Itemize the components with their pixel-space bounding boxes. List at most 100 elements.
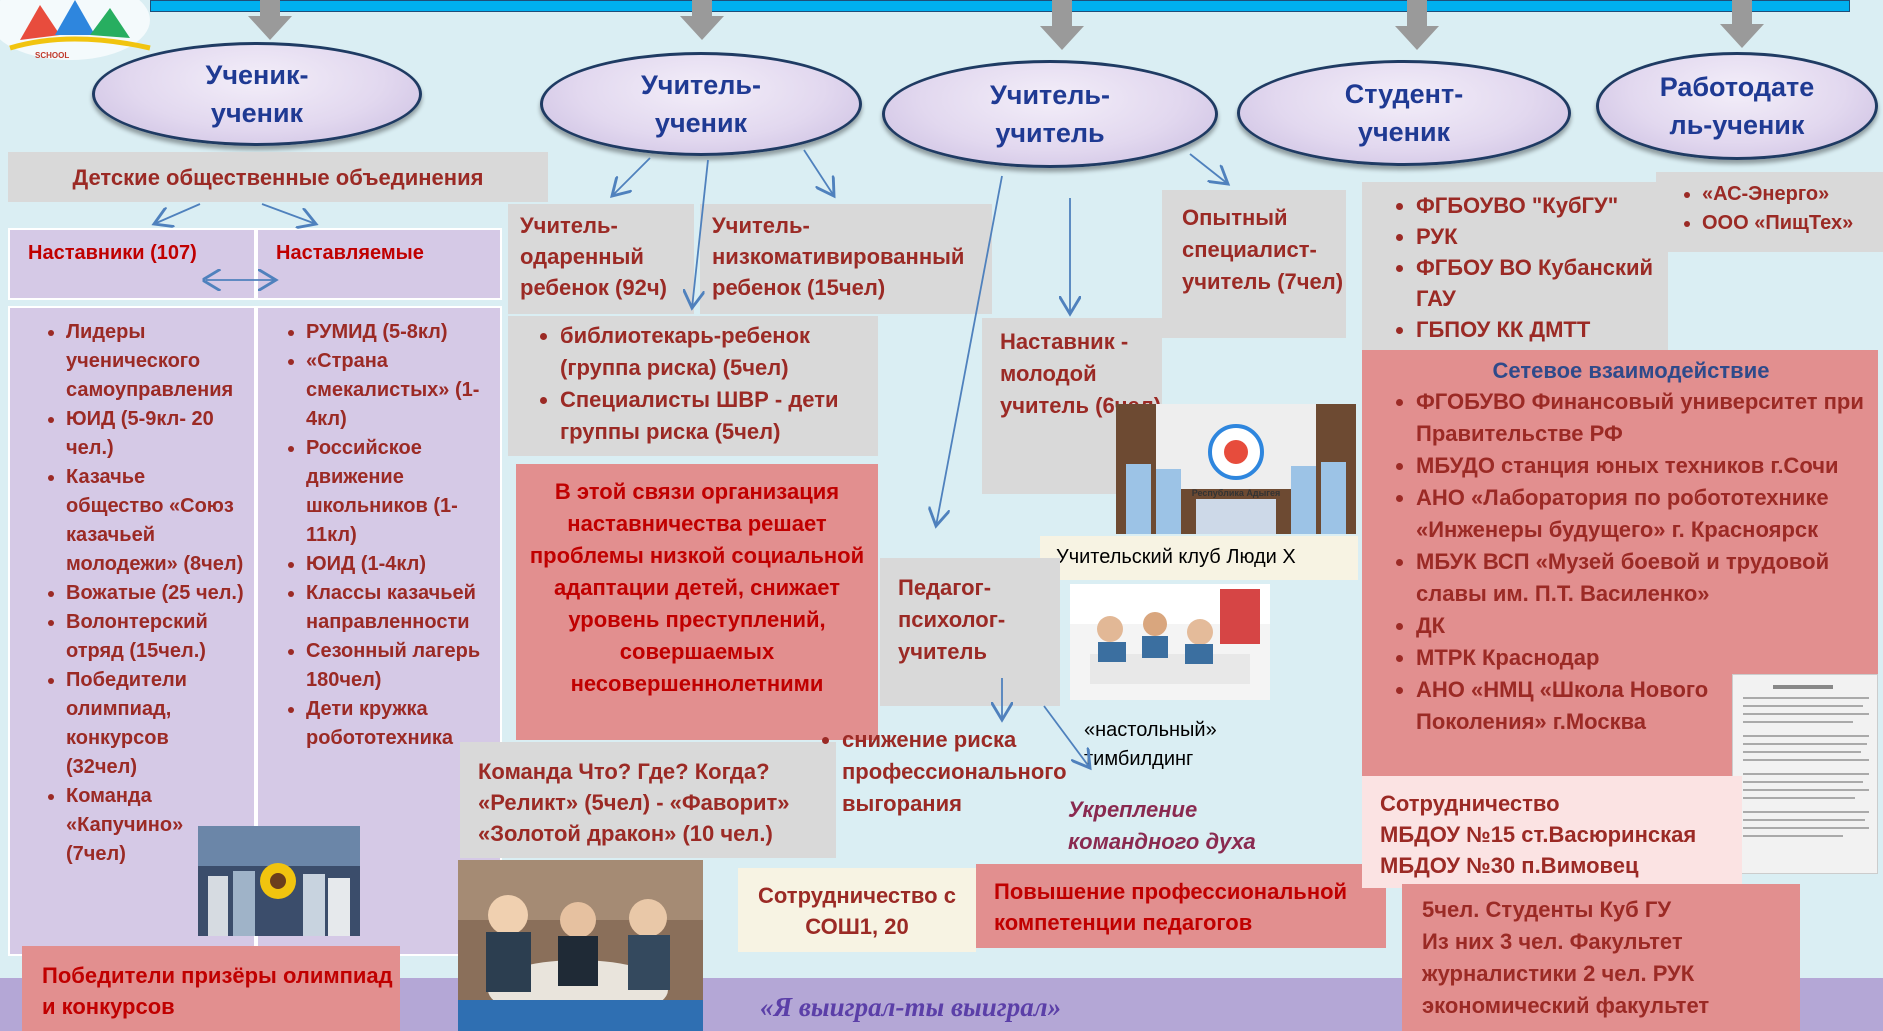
list-item: Лидеры ученического самоуправления [66, 318, 248, 405]
oval-student-student: Ученик-ученик [92, 42, 422, 146]
svg-text:SCHOOL: SCHOOL [35, 51, 69, 60]
list-item: Победители олимпиад, конкурсов (32чел) [66, 666, 187, 782]
banner-text: Республика Адыгея [1192, 488, 1281, 498]
list-item: ЮИД (5-9кл- 20 чел.) [66, 405, 248, 463]
employers-list: «АС-Энерго» ООО «ПищТех» [1668, 180, 1883, 238]
oval-line: ль-ученик [1669, 110, 1805, 140]
mentees-list: РУМИД (5-8кл) «Страна смекалистых» (1-4к… [274, 318, 496, 753]
list-item: Казачье общество «Союз казачьей молодежи… [66, 463, 248, 579]
teambuilding-text: «настольный» тимбилдинг [1084, 719, 1217, 770]
list-item: ФГБОУВО "КубГУ" [1416, 190, 1664, 221]
list-item: ФГБОУ ВО Кубанский ГАУ [1416, 252, 1664, 314]
gifted-child-box: Учитель-одаренный ребенок (92ч) [508, 204, 694, 314]
risk-group-box: библиотекарь-ребенок (группа риска) (5че… [508, 316, 878, 456]
oval-line: Работодате [1659, 72, 1815, 102]
risk-list: библиотекарь-ребенок (группа риска) (5че… [528, 320, 874, 448]
slogan-text: «Я выиграл-ты выиграл» [760, 992, 1062, 1022]
oval-line: Студент- [1344, 79, 1464, 109]
team-spirit-text: Укрепление командного духа [1068, 797, 1256, 854]
cooperation-school-box: Сотрудничество с СОШ1, 20 [738, 868, 976, 952]
school-logo: SCHOOL [0, 0, 160, 60]
down-arrow-icon [1395, 0, 1439, 50]
document-thumbnail [1732, 674, 1878, 874]
cooperation-line: МБДОУ №30 п.Вимовец [1380, 853, 1639, 878]
team-line: «Реликт» (5чел) - «Фаворит» [478, 790, 790, 815]
mentors-panel: Лидеры ученического самоуправления ЮИД (… [8, 306, 256, 956]
team-photo [198, 826, 360, 936]
experienced-teacher-box: Опытный специалист-учитель (7чел) [1162, 190, 1346, 338]
oval-teacher-student: Учитель-ученик [540, 52, 862, 156]
list-item: Российское движение школьников (1-11кл) [306, 434, 496, 550]
mentors-list: Лидеры ученического самоуправления ЮИД (… [34, 318, 248, 869]
list-item: АНО «Лаборатория по робототехнике «Инжен… [1416, 482, 1878, 546]
competence-box: Повышение профессиональной компетенции п… [976, 864, 1386, 948]
oval-line: ученик [1357, 117, 1451, 147]
down-arrow-icon [1040, 0, 1084, 50]
list-item: ГБПОУ КК ДМТТ [1416, 314, 1664, 345]
list-item: снижение риска профессионального выгоран… [842, 724, 1078, 820]
list-item: Классы казачьей направленности [306, 579, 496, 637]
meeting-photo [1070, 584, 1270, 700]
list-item: Волонтерский отряд (15чел.) [66, 608, 248, 666]
list-item: Команда «Капучино» (7чел) [66, 782, 186, 869]
burnout-list: снижение риска профессионального выгоран… [808, 724, 1078, 820]
oval-line: учитель [995, 118, 1105, 148]
universities-box: ФГБОУВО "КубГУ" РУК ФГБОУ ВО Кубанский Г… [1362, 182, 1668, 354]
winners-box: Победители призёры олимпиад и конкурсов [22, 946, 400, 1031]
network-box: Сетевое взаимодействие ФГОБУВО Финансовы… [1362, 350, 1878, 776]
list-item: «Страна смекалистых» (1-4кл) [306, 347, 496, 434]
club-caption: Учительский клуб Люди Х [1040, 536, 1358, 580]
low-motivated-box: Учитель-низкомативированный ребенок (15ч… [700, 204, 992, 314]
universities-list: ФГБОУВО "КубГУ" РУК ФГБОУ ВО Кубанский Г… [1384, 190, 1664, 345]
list-item: Специалисты ШВР - дети группы риска (5че… [560, 384, 874, 448]
mentees-title: Наставляемые [256, 228, 502, 300]
students-line: журналистики 2 чел. РУК [1422, 961, 1695, 986]
oval-line: Учитель- [640, 70, 762, 100]
team-line: «Золотой дракон» (10 чел.) [478, 821, 773, 846]
list-item: МТРК Краснодар [1416, 642, 1878, 674]
list-item: ФГОБУВО Финансовый университет при Прави… [1416, 386, 1878, 450]
list-item: РУМИД (5-8кл) [306, 318, 496, 347]
oval-line: ученик [654, 108, 748, 138]
down-arrow-icon [248, 0, 292, 40]
list-item: РУК [1416, 221, 1664, 252]
list-item: МБУДО станция юных техников г.Сочи [1416, 450, 1878, 482]
cooperation-line: Сотрудничество [1380, 791, 1560, 816]
psychologist-box: Педагог-психолог-учитель [880, 558, 1060, 706]
list-item: МБУК ВСП «Музей боевой и трудовой славы … [1416, 546, 1878, 610]
team-line: Команда Что? Где? Когда? [478, 759, 770, 784]
list-item: Дети кружка робототехника [306, 695, 496, 753]
students-line: 5чел. Студенты Куб ГУ [1422, 897, 1672, 922]
students-line: экономический факультет [1422, 993, 1710, 1018]
network-list: ФГОБУВО Финансовый университет при Прави… [1384, 386, 1878, 738]
list-item: АНО «НМЦ «Школа Нового Поколения» г.Моск… [1416, 674, 1736, 738]
conclusion-box: В этой связи организация наставничества … [516, 464, 878, 740]
employers-box: «АС-Энерго» ООО «ПищТех» [1656, 172, 1883, 252]
cooperation-line: МБДОУ №15 ст.Васюринская [1380, 822, 1697, 847]
list-item: ЮИД (1-4кл) [306, 550, 496, 579]
oval-line: Учитель- [989, 80, 1111, 110]
students-box: 5чел. Студенты Куб ГУ Из них 3 чел. Факу… [1402, 884, 1800, 1031]
network-title: Сетевое взаимодействие [1492, 358, 1770, 383]
burnout-item: снижение риска профессионального выгоран… [808, 724, 1078, 824]
oval-line: Ученик- [205, 60, 309, 90]
children-associations-header: Детские общественные объединения [8, 152, 548, 202]
club-photo: Республика Адыгея [1116, 404, 1356, 534]
kindergarten-cooperation-box: Сотрудничество МБДОУ №15 ст.Васюринская … [1362, 776, 1742, 888]
oval-teacher-teacher: Учитель-учитель [882, 60, 1218, 168]
list-item: «АС-Энерго» [1702, 180, 1883, 209]
down-arrow-icon [1720, 0, 1764, 48]
list-item: ООО «ПищТех» [1702, 209, 1883, 238]
list-item: Сезонный лагерь 180чел) [306, 637, 496, 695]
oval-student-pupil: Студент-ученик [1237, 60, 1571, 166]
oval-employer-student: Работодате ль-ученик [1596, 52, 1878, 160]
list-item: библиотекарь-ребенок (группа риска) (5че… [560, 320, 874, 384]
down-arrow-icon [680, 0, 724, 40]
oval-line: ученик [210, 98, 304, 128]
students-line: Из них 3 чел. Факультет [1422, 929, 1683, 954]
group-photo [458, 860, 703, 1031]
list-item: Вожатые (25 чел.) [66, 579, 248, 608]
list-item: ДК [1416, 610, 1878, 642]
team-box: Команда Что? Где? Когда? «Реликт» (5чел)… [460, 742, 836, 858]
